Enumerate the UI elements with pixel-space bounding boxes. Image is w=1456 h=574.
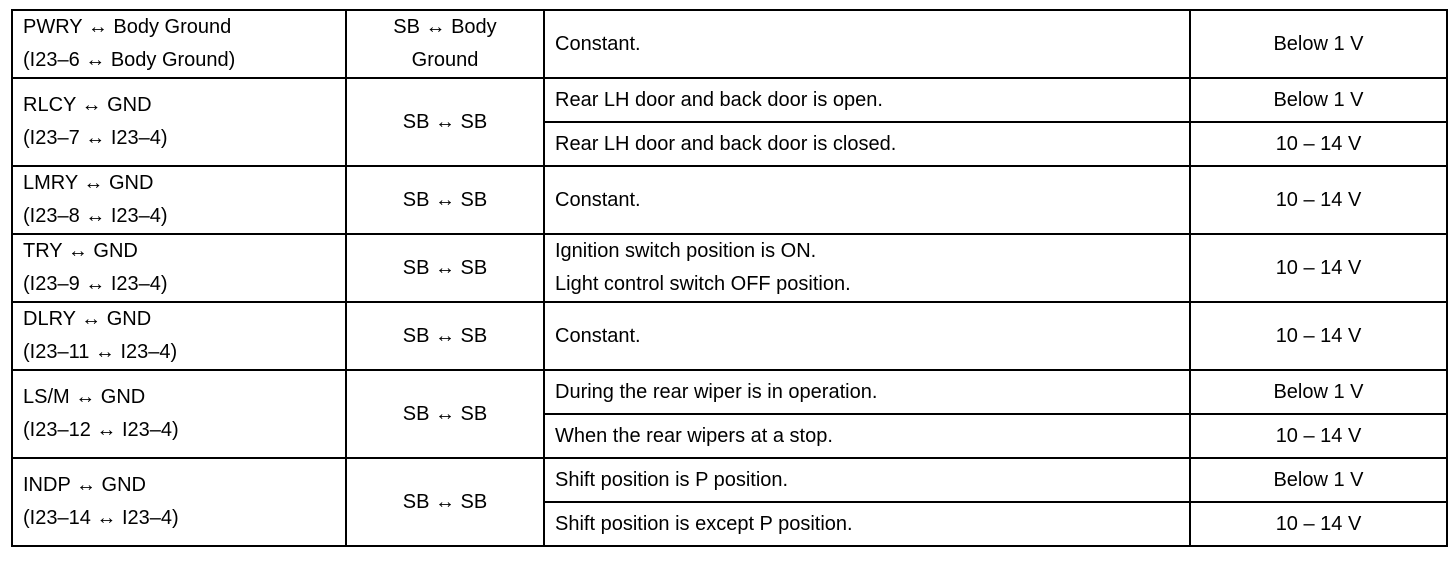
terminal-cell: LS/M ↔ GND (I23–12 ↔ I23–4) [11,369,347,459]
tester-connection-cell: SB ↔ SB [345,301,545,371]
terminal-label: (I23–9 ↔ I23–4) [23,273,168,295]
tester-connection-cell: SB ↔ SB [345,165,545,235]
terminal-label: DLRY ↔ GND [23,308,152,330]
specified-condition-cell: 10 – 14 V [1189,165,1448,235]
condition-cell: Constant. [543,301,1191,371]
specified-condition-cell: 10 – 14 V [1189,121,1448,167]
tester-connection-label: Ground [411,49,479,71]
specified-value: Below 1 V [1273,88,1364,111]
condition-text: Rear LH door and back door is closed. [555,132,897,155]
tester-connection-cell: SB ↔ SB [345,77,545,167]
tester-connection-label: SB ↔ SB [402,490,488,513]
specified-condition-cell: Below 1 V [1189,77,1448,123]
tester-connection-cell: SB ↔ SB [345,233,545,303]
specified-value: 10 – 14 V [1275,324,1362,347]
specified-condition-cell: Below 1 V [1189,9,1448,79]
table-row: DLRY ↔ GND (I23–11 ↔ I23–4) SB ↔ SB Constan… [11,301,1448,371]
terminal-spec-table: PWRY ↔ Body Ground (I23–6 ↔ Body Ground) S… [11,9,1448,547]
tester-connection-label: SB ↔ SB [402,110,488,133]
specified-value: 10 – 14 V [1275,132,1362,155]
specified-condition-cell: Below 1 V [1189,457,1448,503]
condition-cell: Constant. [543,165,1191,235]
specified-condition-cell: 10 – 14 V [1189,301,1448,371]
terminal-cell: LMRY ↔ GND (I23–8 ↔ I23–4) [11,165,347,235]
specified-value: 10 – 14 V [1275,188,1362,211]
specified-condition-cell: Below 1 V [1189,369,1448,415]
tester-connection-cell: SB ↔ SB [345,369,545,459]
condition-cell: During the rear wiper is in operation. [543,369,1191,415]
terminal-label: (I23–14 ↔ I23–4) [23,507,179,529]
terminal-cell: RLCY ↔ GND (I23–7 ↔ I23–4) [11,77,347,167]
terminal-label: TRY ↔ GND [23,240,138,262]
condition-text: When the rear wipers at a stop. [555,424,833,447]
tester-connection-label: SB ↔ Body [393,16,497,38]
specified-value: 10 – 14 V [1275,424,1362,447]
terminal-cell: TRY ↔ GND (I23–9 ↔ I23–4) [11,233,347,303]
table-row: PWRY ↔ Body Ground (I23–6 ↔ Body Ground) S… [11,9,1448,79]
terminal-label: RLCY ↔ GND [23,94,152,116]
condition-cell: Constant. [543,9,1191,79]
tester-connection-label: SB ↔ SB [402,324,488,347]
condition-text: During the rear wiper is in operation. [555,380,878,403]
terminal-cell: INDP ↔ GND (I23–14 ↔ I23–4) [11,457,347,547]
condition-cell: Shift position is except P position. [543,501,1191,547]
condition-text: Rear LH door and back door is open. [555,88,883,111]
condition-cell: Rear LH door and back door is closed. [543,121,1191,167]
table-row: LMRY ↔ GND (I23–8 ↔ I23–4) SB ↔ SB Constant… [11,165,1448,235]
table-row: TRY ↔ GND (I23–9 ↔ I23–4) SB ↔ SB Ignition … [11,233,1448,303]
condition-text: Constant. [555,188,641,211]
terminal-label: (I23–6 ↔ Body Ground) [23,49,236,71]
condition-cell: Rear LH door and back door is open. [543,77,1191,123]
table-row: Rear LH door and back door is closed. 10 … [12,121,1448,167]
condition-text: Constant. [555,324,641,347]
table-row: When the rear wipers at a stop. 10 – 14 V [12,413,1448,459]
terminal-label: LMRY ↔ GND [23,172,154,194]
specified-value: Below 1 V [1273,380,1364,403]
condition-cell: When the rear wipers at a stop. [543,413,1191,459]
terminal-cell: DLRY ↔ GND (I23–11 ↔ I23–4) [11,301,347,371]
terminal-label: (I23–12 ↔ I23–4) [23,419,179,441]
condition-text: Shift position is P position. [555,468,789,491]
terminal-label: PWRY ↔ Body Ground [23,16,232,38]
specified-condition-cell: 10 – 14 V [1189,501,1448,547]
condition-cell: Ignition switch position is ON. Light con… [543,233,1191,303]
specified-value: Below 1 V [1273,468,1364,491]
specified-value: 10 – 14 V [1275,256,1362,279]
table-row: Shift position is except P position. 10 –… [12,501,1448,547]
condition-cell: Shift position is P position. [543,457,1191,503]
tester-connection-cell: SB ↔ SB [345,457,545,547]
tester-connection-label: SB ↔ SB [402,402,488,425]
specified-condition-cell: 10 – 14 V [1189,233,1448,303]
condition-text: Constant. [555,32,641,55]
terminal-label: (I23–8 ↔ I23–4) [23,205,168,227]
terminal-label: INDP ↔ GND [23,474,146,496]
condition-text: Ignition switch position is ON. [555,240,817,262]
terminal-label: LS/M ↔ GND [23,386,146,408]
terminal-label: (I23–11 ↔ I23–4) [23,341,178,363]
condition-text: Shift position is except P position. [555,512,853,535]
table-row: LS/M ↔ GND (I23–12 ↔ I23–4) SB ↔ SB During … [11,369,1448,459]
terminal-label: (I23–7 ↔ I23–4) [23,127,168,149]
tester-connection-label: SB ↔ SB [402,256,488,279]
specified-condition-cell: 10 – 14 V [1189,413,1448,459]
table-body: PWRY ↔ Body Ground (I23–6 ↔ Body Ground) S… [11,9,1448,547]
tester-connection-label: SB ↔ SB [402,188,488,211]
specified-value: 10 – 14 V [1275,512,1362,535]
terminal-cell: PWRY ↔ Body Ground (I23–6 ↔ Body Ground) [11,9,347,79]
condition-text: Light control switch OFF position. [555,273,851,295]
specified-value: Below 1 V [1273,32,1364,55]
